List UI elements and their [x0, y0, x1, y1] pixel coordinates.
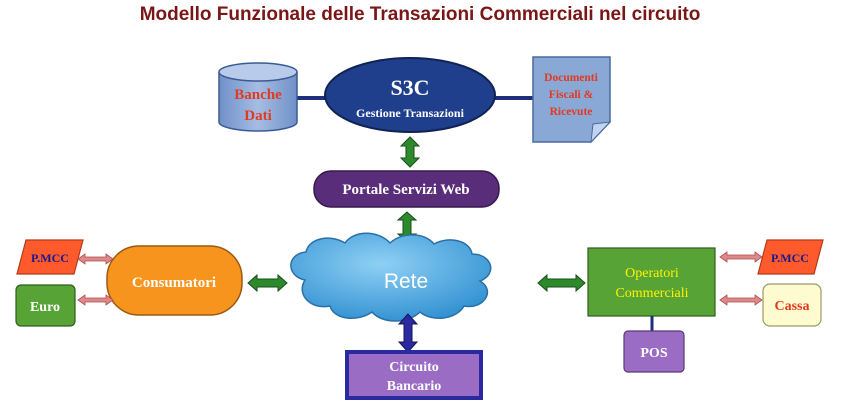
documenti-label-3: Ricevute [550, 106, 593, 118]
arrow-operatori-cassa [719, 294, 763, 306]
rete-label: Rete [384, 270, 428, 293]
euro-node: Euro [15, 284, 76, 327]
circuito-label-2: Bancario [387, 379, 441, 394]
pmcc-right-label: P.MCC [771, 251, 809, 265]
pmcc-right-node: P.MCC [757, 239, 824, 275]
arrow-rete-operatori [537, 273, 586, 293]
cassa-node: Cassa [762, 283, 822, 327]
banche-dati-database: Banche Dati [218, 62, 298, 132]
s3c-node: S3C Gestione Transazioni [324, 57, 496, 133]
documenti-label-2: Fiscali & [549, 89, 594, 101]
s3c-subtitle: Gestione Transazioni [356, 106, 465, 120]
cassa-label: Cassa [774, 299, 809, 314]
documenti-label-1: Documenti [544, 72, 598, 84]
arrow-consumatori-rete [247, 273, 288, 293]
circuito-label-1: Circuito [389, 360, 439, 375]
operatori-node: Operatori Commerciali [587, 247, 716, 317]
circuito-node: Circuito Bancario [345, 350, 483, 400]
pmcc-left-node: P.MCC [16, 239, 84, 275]
arrow-operatori-pmcc [719, 251, 763, 263]
pos-node: POS [623, 330, 685, 373]
operatori-label-1: Operatori [625, 266, 679, 281]
arrow-euro-consumatori [77, 294, 114, 306]
portale-node: Portale Servizi Web [313, 170, 500, 208]
euro-label: Euro [30, 300, 60, 315]
s3c-title: S3C [390, 75, 429, 100]
operatori-label-2: Commerciali [615, 286, 688, 301]
consumatori-node: Consumatori [106, 245, 243, 316]
pos-label: POS [640, 346, 667, 361]
pmcc-left-label: P.MCC [31, 251, 69, 265]
documenti-document: Documenti Fiscali & Ricevute [532, 56, 612, 144]
diagram-title: Modello Funzionale delle Transazioni Com… [140, 4, 701, 25]
arrow-s3c-portale [399, 136, 421, 168]
portale-label: Portale Servizi Web [342, 182, 469, 198]
banche-dati-label-1: Banche [234, 87, 282, 103]
banche-dati-label-2: Dati [244, 108, 272, 124]
rete-cloud: Rete [290, 232, 492, 322]
arrow-pmcc-consumatori [77, 253, 114, 265]
consumatori-label: Consumatori [132, 275, 216, 291]
